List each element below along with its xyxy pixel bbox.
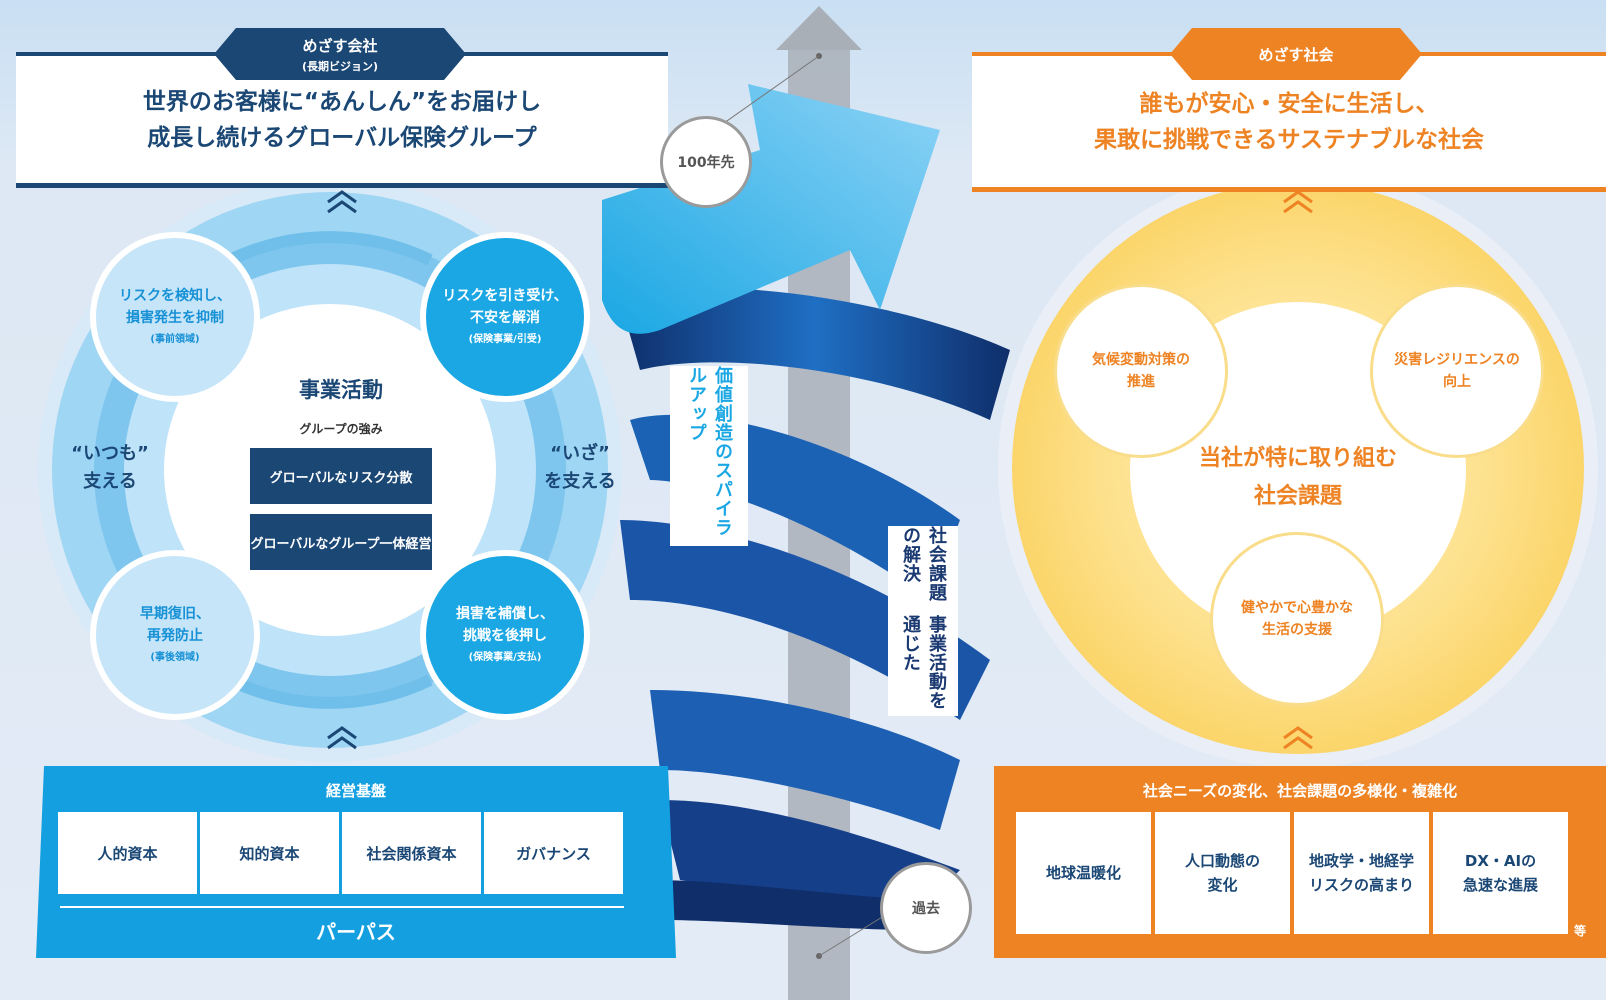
capital-intellectual: 知的資本	[200, 812, 339, 894]
past-marker: 過去	[880, 862, 972, 954]
circle-note: (保険事業/引受)	[468, 334, 542, 345]
issue-line: 生活の支援	[1262, 622, 1332, 638]
need-line: リスクの高まり	[1308, 876, 1414, 894]
focus-issues-title: 当社が特に取り組む 社会課題	[1180, 440, 1416, 516]
issue-line: 向上	[1442, 374, 1471, 390]
issue-line: 推進	[1127, 374, 1155, 390]
company-tab: めざす会社 (長期ビジョン)	[214, 28, 466, 80]
circle-line: 早期復旧、	[140, 606, 210, 622]
capital-social: 社会関係資本	[342, 812, 481, 894]
chevron-up-icon	[327, 190, 357, 214]
need-geopolitics: 地政学・地経学 リスクの高まり	[1294, 812, 1429, 934]
need-line: 人口動態の	[1184, 852, 1260, 870]
circle-underwriting: リスクを引き受け、 不安を解消 (保険事業/引受)	[420, 232, 590, 402]
society-line-1: 誰もが安心・安全に生活し、	[1139, 90, 1439, 117]
capital-human: 人的資本	[58, 812, 197, 894]
vision-line-2: 成長し続けるグローバル保険グループ	[147, 124, 537, 151]
company-tab-title: めざす会社	[302, 36, 378, 55]
issue-line: 気候変動対策の	[1092, 352, 1190, 368]
need-line: 変化	[1207, 876, 1238, 894]
foundation-title: 経営基盤	[325, 782, 386, 800]
issue-climate: 気候変動対策の 推進	[1054, 284, 1228, 458]
circle-line: 損害発生を抑制	[126, 310, 224, 326]
label-line: “いつも”	[71, 443, 149, 464]
label-line: “いざ”	[550, 443, 610, 464]
need-demographics: 人口動態の 変化	[1155, 812, 1290, 934]
need-dx-ai: DX・AIの 急速な進展	[1433, 812, 1568, 934]
purpose-label: パーパス	[316, 920, 396, 944]
social-solution-label: 事業活動を通じた 社会課題の解決	[888, 526, 958, 716]
solution-line-2: 社会課題の解決	[900, 526, 947, 602]
issue-disaster-resilience: 災害レジリエンスの 向上	[1370, 284, 1544, 458]
solution-line-1: 事業活動を通じた	[900, 614, 947, 710]
label-line: を支える	[544, 471, 616, 492]
circle-line: 挑戦を後押し	[463, 628, 547, 644]
circle-note: (事前領域)	[150, 334, 200, 345]
chevron-up-icon	[1283, 726, 1313, 750]
foundation-divider	[60, 906, 624, 908]
strengths-label: グループの強み	[299, 422, 383, 436]
society-line-2: 果敢に挑戦できるサステナブルな社会	[1093, 126, 1485, 153]
future-marker: 100年先	[660, 116, 752, 208]
social-needs-title: 社会ニーズの変化、社会課題の多様化・複雑化	[1142, 782, 1458, 800]
circle-note: (保険事業/支払)	[468, 652, 542, 663]
focus-line-2: 社会課題	[1253, 484, 1342, 509]
circle-line: 再発防止	[147, 628, 203, 644]
always-support-label: “いつも” 支える	[60, 440, 160, 496]
chevron-up-icon	[327, 726, 357, 750]
need-line: DX・AIの	[1464, 852, 1537, 870]
need-line: 急速な進展	[1462, 876, 1538, 894]
circle-recovery: 早期復旧、 再発防止 (事後領域)	[90, 550, 260, 720]
strength-global-risk: グローバルなリスク分散	[250, 448, 432, 504]
timeline-arrowhead	[776, 6, 862, 50]
emergency-support-label: “いざ” を支える	[530, 440, 630, 496]
circle-line: 損害を補償し、	[456, 606, 554, 622]
vision-line-1: 世界のお客様に“あんしん”をお届けし	[142, 88, 542, 115]
circle-risk-detection: リスクを検知し、 損害発生を抑制 (事前領域)	[90, 232, 260, 402]
circle-compensation: 損害を補償し、 挑戦を後押し (保険事業/支払)	[420, 550, 590, 720]
company-tab-subtitle: (長期ビジョン)	[301, 59, 379, 73]
value-spiral-label: 価値創造のスパイラルアップ	[670, 366, 748, 546]
strength-group-management: グローバルなグループ一体経営	[250, 514, 432, 570]
etc-label: 等	[1574, 924, 1587, 938]
circle-line: リスクを検知し、	[119, 288, 231, 304]
value-arrow	[602, 84, 940, 334]
focus-line-1: 当社が特に取り組む	[1198, 446, 1397, 471]
circle-line: 不安を解消	[470, 310, 540, 326]
society-tab: めざす社会	[1170, 28, 1422, 80]
label-line: 支える	[83, 471, 137, 492]
circle-line: リスクを引き受け、	[442, 288, 568, 304]
capital-governance: ガバナンス	[484, 812, 623, 894]
issue-line: 災害レジリエンスの	[1394, 352, 1520, 368]
issue-wellbeing: 健やかで心豊かな 生活の支援	[1210, 532, 1384, 706]
need-line: 地球温暖化	[1045, 864, 1121, 882]
chevron-up-icon	[1283, 190, 1313, 214]
circle-note: (事後領域)	[150, 652, 200, 663]
need-line: 地政学・地経学	[1308, 852, 1414, 870]
need-global-warming: 地球温暖化	[1016, 812, 1151, 934]
issue-line: 健やかで心豊かな	[1241, 600, 1353, 616]
business-title: 事業活動	[299, 378, 383, 402]
